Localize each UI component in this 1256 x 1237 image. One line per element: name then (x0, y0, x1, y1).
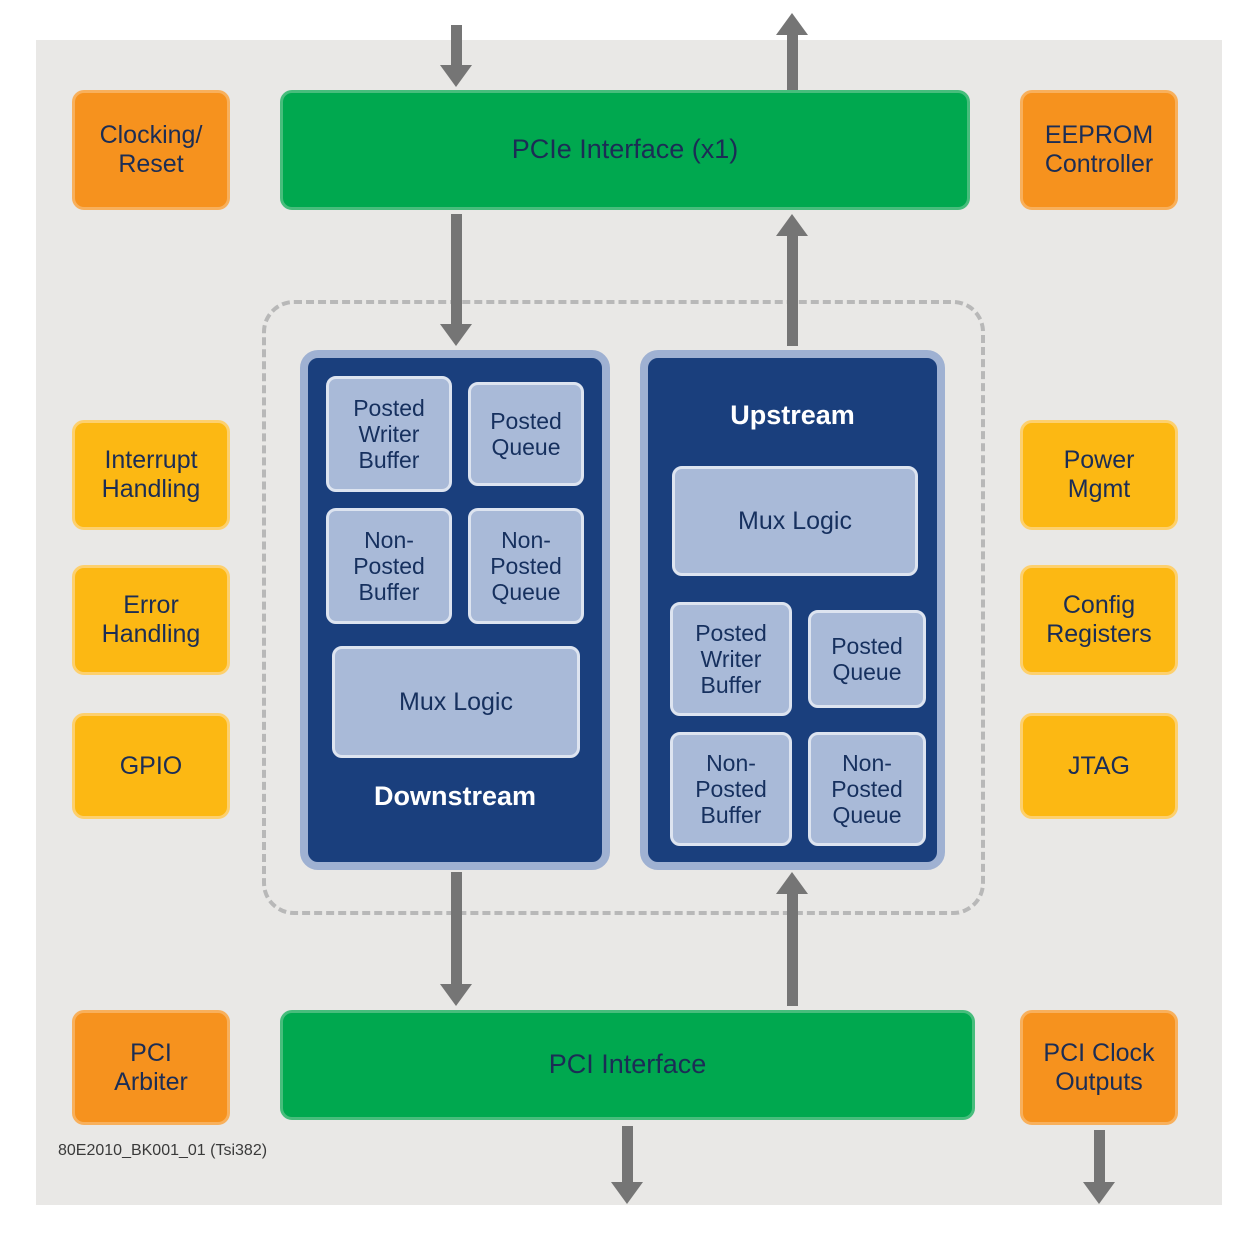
jtag-block: JTAG (1020, 713, 1178, 819)
power-mgmt-block: Power Mgmt (1020, 420, 1178, 530)
downstream-non-posted-queue: Non- Posted Queue (468, 508, 584, 624)
pci-clock-outputs-block: PCI Clock Outputs (1020, 1010, 1178, 1125)
downstream-block: Posted Writer Buffer Posted Queue Non- P… (300, 350, 610, 870)
upstream-title: Upstream (730, 400, 855, 430)
upstream-to-pcie-arrow-icon (776, 214, 808, 346)
figure-caption: 80E2010_BK001_01 (Tsi382) (58, 1142, 268, 1159)
downstream-posted-writer-buffer: Posted Writer Buffer (326, 376, 452, 492)
downstream-mux-logic: Mux Logic (332, 646, 580, 758)
downstream-posted-queue: Posted Queue (468, 382, 584, 486)
clocking-reset-block: Clocking/ Reset (72, 90, 230, 210)
downstream-title: Downstream (373, 781, 537, 811)
upstream-posted-writer-buffer: Posted Writer Buffer (670, 602, 792, 716)
config-registers-block: Config Registers (1020, 565, 1178, 675)
pcie-interface-block: PCIe Interface (x1) (280, 90, 970, 210)
pci-interface-block: PCI Interface (280, 1010, 975, 1120)
upstream-non-posted-buffer: Non- Posted Buffer (670, 732, 792, 846)
pci-bottom-down-arrow-icon (611, 1126, 643, 1204)
pci-arbiter-block: PCI Arbiter (72, 1010, 230, 1125)
error-handling-block: Error Handling (72, 565, 230, 675)
upstream-non-posted-queue: Non- Posted Queue (808, 732, 926, 846)
eeprom-controller-block: EEPROM Controller (1020, 90, 1178, 210)
upstream-block: Upstream Mux Logic Posted Writer Buffer … (640, 350, 945, 870)
downstream-non-posted-buffer: Non- Posted Buffer (326, 508, 452, 624)
upstream-mux-logic: Mux Logic (672, 466, 918, 576)
interrupt-handling-block: Interrupt Handling (72, 420, 230, 530)
pci-to-upstream-arrow-icon (776, 872, 808, 1006)
bridge-core-container (262, 300, 985, 915)
pcie-top-up-arrow-icon (776, 13, 808, 90)
pci-clock-down-arrow-icon (1083, 1130, 1115, 1204)
upstream-posted-queue: Posted Queue (808, 610, 926, 708)
pcie-top-down-arrow-icon (440, 25, 472, 87)
gpio-block: GPIO (72, 713, 230, 819)
downstream-to-pci-arrow-icon (440, 872, 472, 1006)
pcie-to-downstream-arrow-icon (440, 214, 472, 346)
